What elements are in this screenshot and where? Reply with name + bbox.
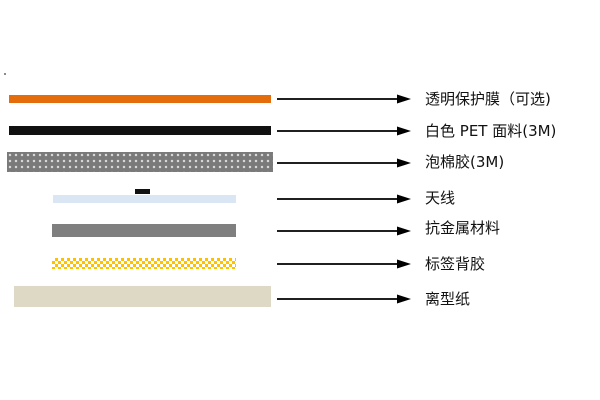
- label-back-adhesive: 标签背胶: [425, 255, 486, 273]
- label-pet-face: 白色 PET 面料(3M): [425, 122, 557, 140]
- arrow-head: [397, 126, 411, 136]
- arrow-head: [397, 226, 411, 236]
- label-antenna: 天线: [425, 189, 456, 207]
- protective-film-layer: [9, 95, 271, 103]
- pet-face-layer: [9, 126, 271, 135]
- arrow-head: [397, 94, 411, 104]
- label-protective-film: 透明保护膜（可选): [425, 90, 551, 108]
- release-liner-layer: [14, 286, 271, 307]
- arrow-head: [397, 194, 411, 204]
- label-release-liner: 离型纸: [425, 290, 471, 308]
- antenna-chip: [135, 189, 150, 194]
- arrow-head: [397, 158, 411, 168]
- anti-metal-layer: [52, 224, 236, 237]
- arrow-head: [397, 259, 411, 269]
- foam-adhesive-layer: [7, 152, 273, 172]
- label-anti-metal: 抗金属材料: [425, 219, 501, 237]
- stray-dot: [4, 73, 6, 75]
- label-foam-adhesive: 泡棉胶(3M): [425, 153, 505, 171]
- arrow-head: [397, 294, 411, 304]
- back-adhesive-layer: [52, 258, 236, 269]
- antenna-layer: [53, 195, 236, 203]
